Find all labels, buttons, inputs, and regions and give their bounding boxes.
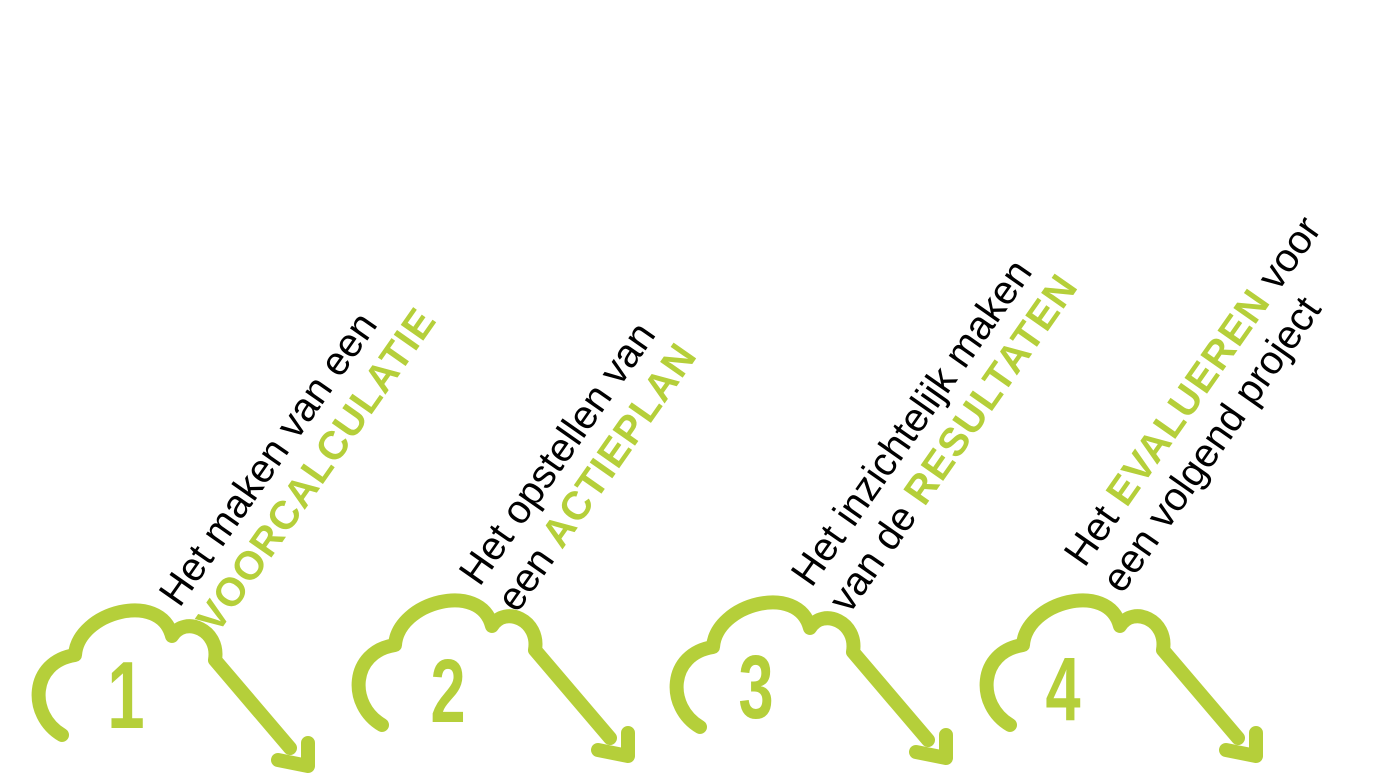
step-1-cloud-icon (39, 610, 308, 766)
step-3-cloud-icon (677, 602, 946, 758)
step-4-cloud-icon (987, 600, 1256, 756)
step-1-number: 1 (107, 641, 144, 749)
step-3-number: 3 (738, 638, 773, 738)
step-2-number: 2 (430, 642, 465, 742)
step-4-number: 4 (1045, 640, 1080, 740)
step-2-cloud-icon (359, 600, 628, 756)
